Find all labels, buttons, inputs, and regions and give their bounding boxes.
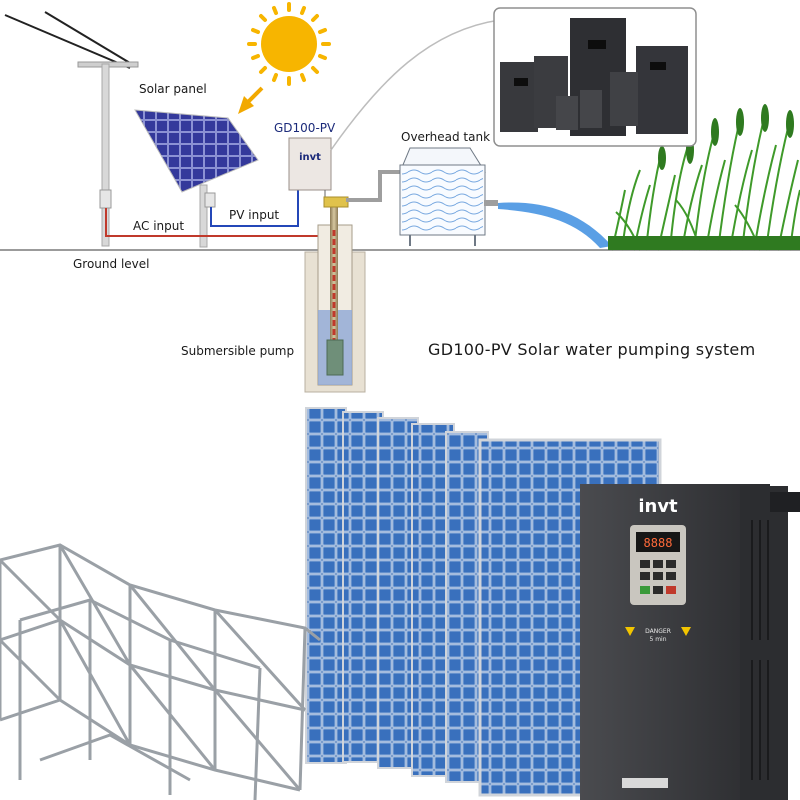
borehole bbox=[304, 196, 366, 393]
label-ground-level: Ground level bbox=[73, 257, 150, 271]
inverter-warning-label: DANGER bbox=[645, 628, 671, 635]
overhead-tank bbox=[399, 147, 498, 246]
sun-icon bbox=[247, 2, 331, 86]
pv-input-wire bbox=[210, 190, 299, 227]
steel-truss-frame bbox=[0, 543, 321, 800]
inverter-warning-sublabel: 5 min bbox=[649, 636, 666, 643]
inverter-family-photo bbox=[493, 7, 697, 147]
inverter-brand-logo: invt bbox=[638, 496, 678, 517]
label-solar-panel: Solar panel bbox=[139, 82, 207, 96]
utility-pole bbox=[4, 11, 139, 247]
label-model: GD100-PV bbox=[274, 121, 336, 135]
label-overhead-tank: Overhead tank bbox=[401, 130, 491, 144]
signal-cable bbox=[330, 19, 501, 151]
ac-input-wire bbox=[105, 208, 330, 237]
water-jet bbox=[498, 202, 612, 248]
solar-panel-small bbox=[134, 109, 259, 248]
grass-tufts bbox=[608, 104, 800, 250]
label-submersible-pump: Submersible pump bbox=[181, 344, 295, 358]
label-pv-input: PV input bbox=[229, 208, 280, 222]
inverter-display-readout: 8888 bbox=[644, 536, 673, 550]
solar-panel-array bbox=[305, 407, 662, 797]
diagram-title: GD100-PV Solar water pumping system bbox=[428, 340, 756, 359]
sunlight-arrow-icon bbox=[238, 86, 264, 114]
inverter-unit bbox=[580, 484, 800, 800]
water-pipe bbox=[346, 170, 402, 202]
label-ac-input: AC input bbox=[133, 219, 185, 233]
gd100-pv-controller: invt bbox=[288, 137, 332, 191]
controller-brand: invt bbox=[299, 152, 321, 163]
